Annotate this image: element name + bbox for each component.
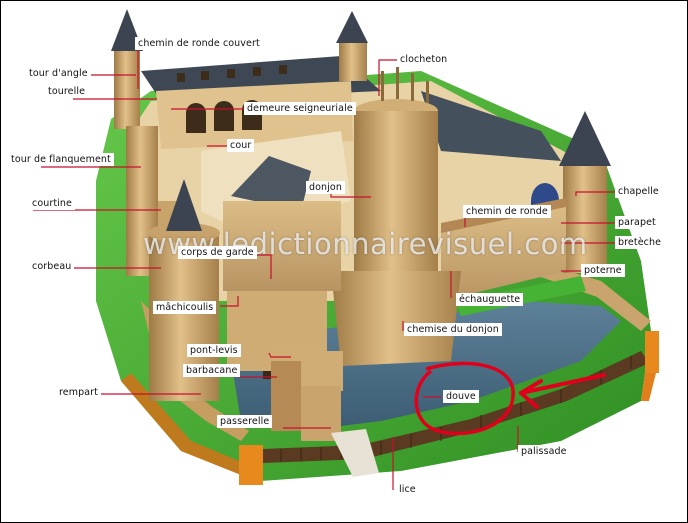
label-barbacane: barbacane [183,364,241,377]
label-clocheton: clocheton [397,53,451,66]
label-tour-dangle: tour d'angle [26,67,91,80]
drawbridge [271,361,301,431]
label-cour: cour [227,139,255,152]
palisade-stakes [280,356,632,462]
label-chemin-de-ronde-couvert: chemin de ronde couvert [135,37,263,50]
chapel-tower-roof [559,111,611,166]
label-rempart: rempart [56,386,101,399]
chapel-tower-body [563,163,607,273]
label-parapet: parapet [615,216,659,229]
label-machicoulis: mâchicoulis [153,301,217,314]
label-demeure-seigneuriale: demeure seigneuriale [244,102,356,115]
label-passerelle: passerelle [217,415,273,428]
label-tour-de-flanquement: tour de flanquement [8,153,114,166]
guard-house-roof [231,156,311,211]
label-chapelle: chapelle [615,185,662,198]
label-corps-de-garde: corps de garde [178,246,257,259]
label-donjon: donjon [306,181,345,194]
right-curtain-wall [441,206,566,301]
label-corbeau: corbeau [29,260,75,273]
label-breteche: bretèche [615,236,665,249]
palisade-post-right [645,331,659,373]
palisade-post-left [239,445,263,485]
label-courtine: courtine [29,197,75,210]
keep-pinnacles [381,67,429,103]
front-tower-roof [166,179,202,231]
footbridge [331,429,379,477]
footbridge-tower [301,386,341,441]
corner-tower-body [114,49,140,129]
label-palissade: palissade [518,445,570,458]
label-lice: lice [396,483,419,496]
front-tower-top [148,223,220,243]
label-douve: douve [443,390,479,403]
right-back-tower-body [339,41,367,81]
label-pont-levis: pont-levis [187,344,241,357]
label-tourelle: tourelle [45,85,89,98]
keep-base [331,271,461,366]
douve-highlight-arrow [519,373,606,409]
right-roof [421,91,561,161]
label-poterne: poterne [581,264,625,277]
douve-highlight-circle [414,361,515,436]
label-echauguette: échauguette [456,293,524,306]
label-chemise-du-donjon: chemise du donjon [404,323,502,336]
right-back-tower-roof [336,11,368,43]
label-chemin-de-ronde: chemin de ronde [463,205,551,218]
palisade [263,351,649,463]
